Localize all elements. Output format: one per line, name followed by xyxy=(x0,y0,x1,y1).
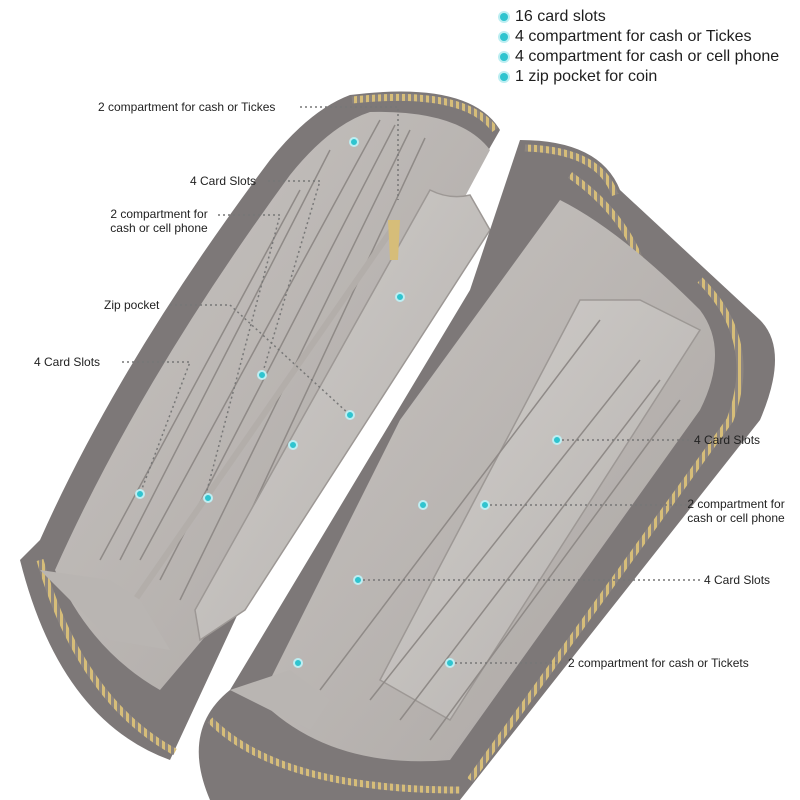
callout-line: cash or cell phone xyxy=(687,511,785,525)
callout-left-card-slots-top: 4 Card Slots xyxy=(190,174,257,188)
marker-right-cash-b xyxy=(445,658,455,668)
marker-right-compartment-b xyxy=(480,500,490,510)
bullet-icon xyxy=(500,53,508,61)
right-zipper-bottom xyxy=(207,717,461,794)
feature-text: 1 zip pocket for coin xyxy=(515,68,658,85)
right-wallet-half xyxy=(198,140,775,800)
zip-pocket-panel xyxy=(194,189,491,642)
marker-card-slots-mid xyxy=(135,489,145,499)
feature-item: 16 card slots xyxy=(500,7,779,27)
left-zipper-top xyxy=(351,93,498,133)
bullet-icon xyxy=(500,73,508,81)
right-pocket-panel xyxy=(378,299,702,722)
callout-right-card-slots-top: 4 Card Slots xyxy=(694,433,761,447)
bullet-icon xyxy=(500,13,508,21)
left-fold-bottom xyxy=(40,570,170,650)
leader-lines xyxy=(122,106,700,664)
callout-left-cash-tickes: 2 compartment for cash or Tickes xyxy=(98,100,276,114)
marker-compartment-left xyxy=(288,440,298,450)
right-zipper-top xyxy=(524,144,619,197)
marker-right-compartment-a xyxy=(418,500,428,510)
callout-line: 2 compartment for xyxy=(687,497,785,511)
callout-left-compartment-phone: 2 compartment for cash or cell phone xyxy=(100,207,218,235)
feature-text: 16 card slots xyxy=(515,8,606,25)
zip-pull-icon xyxy=(388,220,400,260)
left-wallet-half xyxy=(20,91,500,761)
marker-cash-tickes xyxy=(349,137,359,147)
right-card-slot-lines xyxy=(319,319,681,741)
feature-item: 4 compartment for cash or cell phone xyxy=(500,47,779,67)
left-zipper-bottom xyxy=(36,559,177,756)
feature-item: 1 zip pocket for coin xyxy=(500,67,779,87)
callout-right-card-slots-bottom: 4 Card Slots xyxy=(704,573,771,587)
marker-right-card-slots-bottom xyxy=(353,575,363,585)
feature-text: 4 compartment for cash or Tickes xyxy=(515,28,752,45)
right-zipper-inner xyxy=(567,172,644,262)
marker-zip-pocket-inner xyxy=(395,292,405,302)
callout-line: cash or cell phone xyxy=(110,221,208,235)
feature-list: 16 card slots 4 compartment for cash or … xyxy=(500,7,779,87)
marker-right-cash-a xyxy=(293,658,303,668)
marker-card-slots-top xyxy=(257,370,267,380)
callout-left-zip-pocket: Zip pocket xyxy=(104,298,160,312)
zip-pocket-zipper xyxy=(132,223,398,602)
bullet-icon xyxy=(500,33,508,41)
feature-text: 4 compartment for cash or cell phone xyxy=(515,48,780,65)
callout-left-card-slots-mid: 4 Card Slots xyxy=(34,355,101,369)
callout-line: 2 compartment for xyxy=(110,207,208,221)
right-zipper-side xyxy=(467,277,744,783)
callout-right-cash-tickets: 2 compartment for cash or Tickets xyxy=(568,656,749,670)
feature-item: 4 compartment for cash or Tickes xyxy=(500,27,779,47)
callout-right-compartment-phone: 2 compartment for cash or cell phone xyxy=(678,497,794,525)
right-fold-bottom xyxy=(230,670,330,730)
callout-markers xyxy=(135,137,562,668)
marker-compartment-phone xyxy=(203,493,213,503)
marker-right-card-slots xyxy=(552,435,562,445)
marker-zip-pocket xyxy=(345,410,355,420)
